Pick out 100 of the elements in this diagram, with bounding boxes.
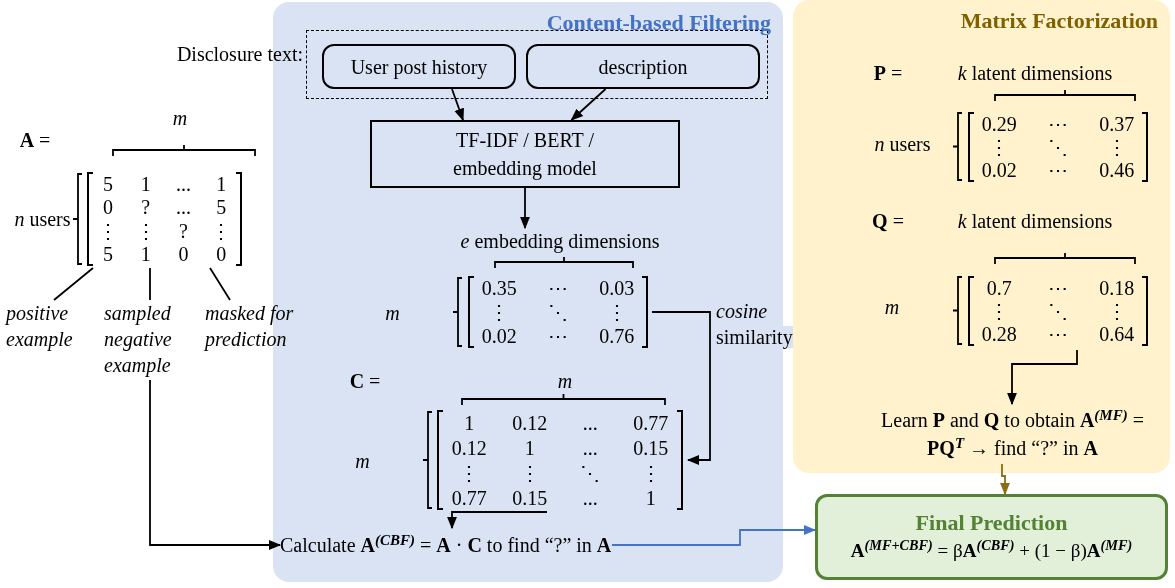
matrix-label: m [385, 301, 400, 326]
matrix-entry: ⋮ [989, 301, 1010, 321]
matrix-entry: ⋮ [459, 462, 480, 483]
matrix-entry: 0.77 [633, 412, 669, 433]
process-box [322, 44, 516, 89]
matrix-entry: ⋯ [548, 326, 568, 346]
matrix-label: n users [14, 207, 71, 232]
arrow [1006, 349, 1078, 406]
matrix-label: n users [874, 132, 931, 157]
matrix-entry: 0.77 [451, 487, 487, 508]
matrix-entry: ? [141, 197, 151, 218]
matrix-entry: 0.03 [599, 278, 635, 298]
arrow [651, 311, 711, 466]
matrix-entry: ⋮ [1106, 301, 1127, 321]
matrix-label: m [172, 106, 188, 131]
matrix-entry: ⋱ [1048, 137, 1068, 157]
matrix-entry: ⋮ [989, 137, 1010, 157]
matrix-entry: 0.18 [1099, 277, 1135, 298]
matrix-entry: ... [582, 487, 598, 508]
matrix-entry: ... [582, 412, 598, 433]
result-title: Final Prediction [915, 509, 1068, 537]
leader-line [149, 267, 151, 301]
matrix-entry: ... [175, 173, 191, 194]
matrix-label: e embedding dimensions [460, 229, 660, 254]
matrix-entry: 0.02 [981, 160, 1017, 181]
matrix-entry: ⋮ [489, 302, 510, 322]
matrix-entry: ⋯ [548, 278, 568, 298]
matrix-entry: 0.64 [1099, 324, 1135, 345]
matrix-entry: ⋮ [97, 220, 118, 241]
box-label: description [598, 54, 688, 81]
process-box [370, 120, 680, 188]
matrix-label: A = [19, 128, 51, 153]
matrix-label: C = [349, 369, 381, 394]
matrix-entry: 1 [524, 437, 535, 458]
arrow [451, 88, 464, 122]
matrix-entry: ⋮ [519, 462, 540, 483]
panel-title: Matrix Factorization [960, 8, 1158, 33]
matrix-entry: 0.76 [599, 326, 635, 346]
matrix-entry: 0 [178, 244, 189, 265]
matrix-entry: ⋯ [1048, 160, 1068, 181]
formula-text: Calculate A$^{(CBF)}$ = A · C to find “?” in A [280, 530, 612, 558]
leader-line [209, 267, 231, 301]
matrix-entry: ⋮ [1106, 137, 1127, 157]
matrix-entry: ⋯ [1048, 324, 1068, 345]
matrix-entry: 0.12 [451, 437, 487, 458]
matrix-label: k latent dimensions [957, 61, 1113, 86]
matrix-entry: 0 [216, 244, 227, 265]
matrix-entry: 0.15 [512, 487, 548, 508]
process-box [526, 44, 760, 89]
matrix-entry: ⋱ [548, 302, 568, 322]
matrix-entry: 0.12 [512, 412, 548, 433]
matrix-entry: 0.28 [981, 324, 1017, 345]
arrow [999, 463, 1011, 496]
matrix-entry: 1 [140, 173, 151, 194]
matrix-entry: ⋮ [135, 220, 156, 241]
matrix-label: m [557, 369, 573, 394]
matrix-label: m [884, 295, 900, 320]
box-label: User post history [350, 54, 488, 81]
arrow [446, 511, 548, 530]
matrix-entry: 1 [140, 244, 151, 265]
annotation-text: positive example [6, 302, 73, 350]
matrix-entry: 1 [464, 412, 475, 433]
arrow [149, 379, 282, 551]
matrix-entry: 0.02 [481, 326, 517, 346]
panel [793, 0, 1170, 473]
annotation-text: masked for prediction [205, 302, 294, 350]
matrix-entry: 0.46 [1099, 160, 1135, 181]
arrow [611, 524, 817, 546]
matrix-entry: ⋮ [640, 462, 661, 483]
matrix-label: k latent dimensions [957, 209, 1113, 234]
matrix-entry: 5 [216, 197, 227, 218]
matrix-entry: 5 [102, 244, 113, 265]
matrix-entry: ⋮ [606, 302, 627, 322]
matrix-entry: 0.15 [633, 437, 669, 458]
matrix-label: m [355, 449, 370, 474]
panel-title: Content-based Filtering [546, 10, 771, 35]
matrix-entry: 0.37 [1099, 113, 1135, 134]
matrix-label: Q = [872, 209, 904, 234]
group-label: Disclosure text: [176, 43, 303, 65]
matrix-label: P = [873, 61, 903, 86]
arrow [519, 187, 531, 230]
formula-text: Learn P and Q to obtain A$^{(MF)}$ = PQ$^{T}$ → find “?” in A [880, 406, 1145, 461]
matrix-entry: 5 [102, 173, 113, 194]
matrix-entry: ⋯ [1048, 277, 1068, 298]
result-box [815, 494, 1168, 580]
matrix-entry: ... [175, 197, 191, 218]
matrix-entry: 1 [645, 487, 656, 508]
matrix-entry: ? [178, 220, 188, 241]
matrix-entry: ... [582, 437, 598, 458]
matrix-entry: 1 [216, 173, 227, 194]
matrix-entry: 0 [102, 197, 113, 218]
annotation-text: sampled negative example [104, 302, 172, 376]
leader-line [53, 267, 94, 301]
matrix-entry: 0.7 [986, 277, 1012, 298]
matrix-entry: ⋱ [580, 462, 601, 483]
matrix-entry: 0.35 [481, 278, 517, 298]
matrix-entry: ⋯ [1048, 113, 1068, 134]
matrix-entry: ⋮ [211, 220, 232, 241]
formula-text: A$^{(MF+CBF)}$ = βA$^{(CBF)}$ + (1 − β)A$^{(MF)}$ [850, 537, 1133, 563]
arrow [570, 88, 607, 121]
